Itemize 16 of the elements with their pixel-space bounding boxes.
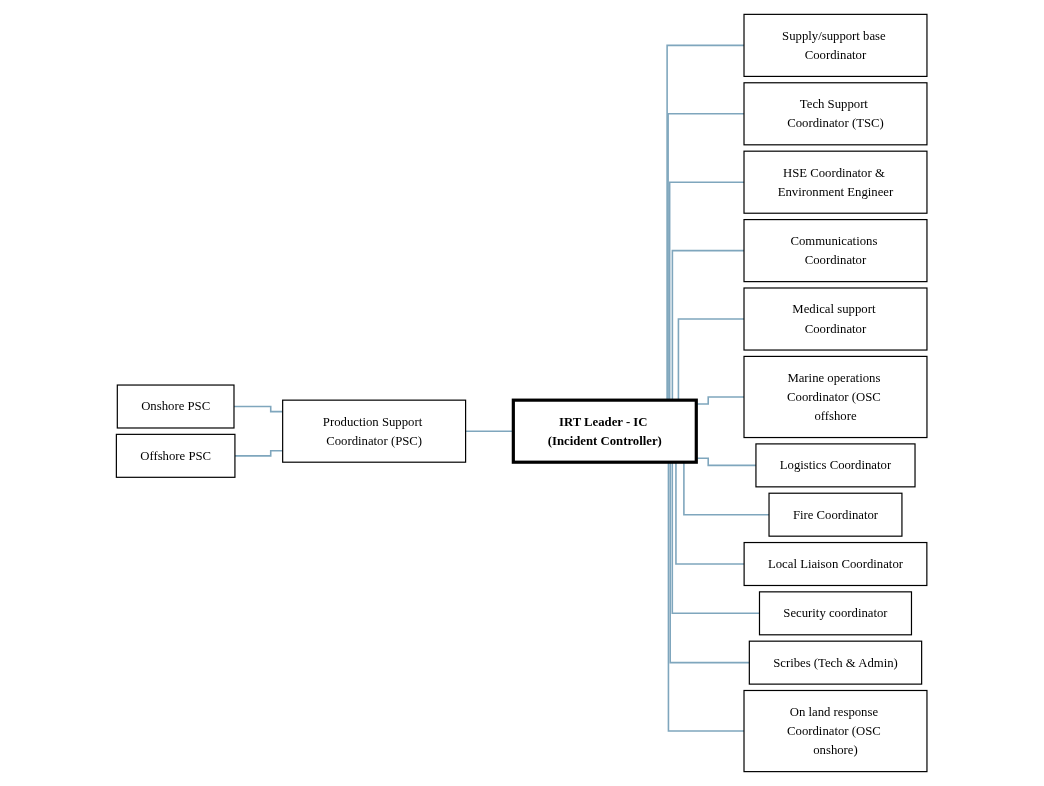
node-box: Fire Coordinator [768,492,903,537]
node-box: IRT Leader - IC (Incident Controller) [512,398,699,464]
node-box: Scribes (Tech & Admin) [749,640,923,685]
node-box: Marine operations Coordinator (OSC offshore [743,355,928,439]
node-box: Communications Coordinator [743,219,928,283]
node-box: Security coordinator [759,591,913,636]
node-box: Medical support Coordinator [743,287,928,351]
node-box: Onshore PSC [117,384,235,429]
node-box: Supply/support base Coordinator [743,13,928,77]
node-box: Production Support Coordinator (PSC) [282,399,467,463]
node-box: Tech Support Coordinator (TSC) [743,82,928,146]
node-box: HSE Coordinator & Environment Engineer [743,150,928,214]
node-box: Offshore PSC [116,433,236,478]
node-box: On land response Coordinator (OSC onshore) [743,689,928,773]
node-box: Local Liaison Coordinator [743,541,928,587]
node-box: Logistics Coordinator [755,443,916,488]
